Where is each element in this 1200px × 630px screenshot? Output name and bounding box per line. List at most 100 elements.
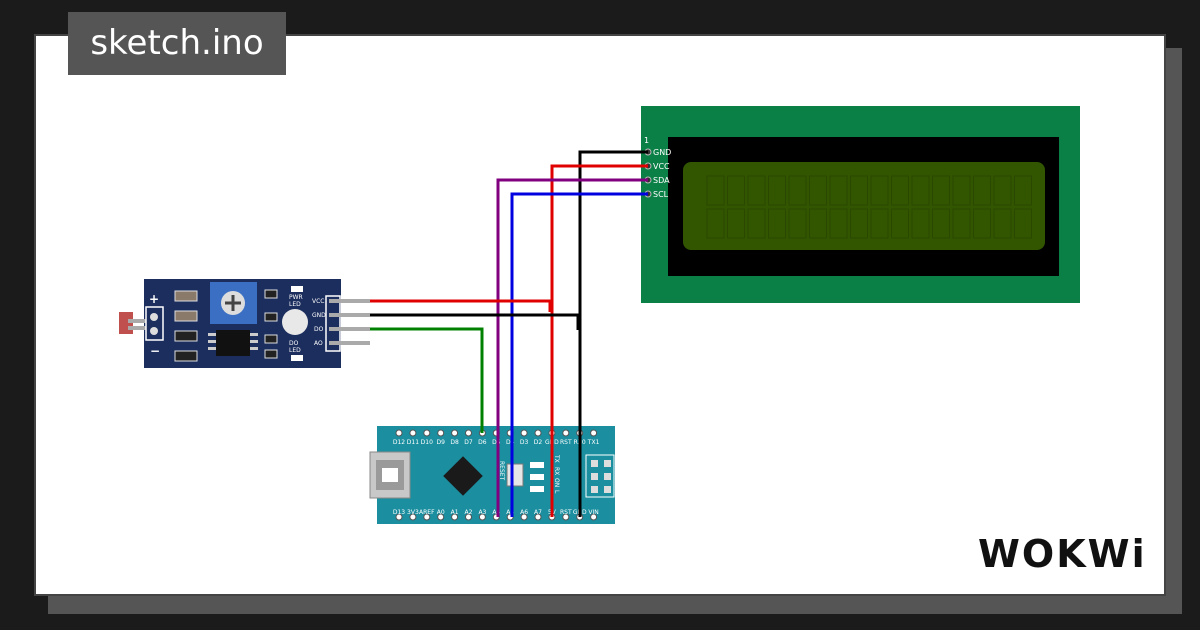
rx-led	[530, 474, 544, 480]
sensor-pin-label: DO	[314, 326, 324, 333]
nano-pin-aref[interactable]: AREF	[419, 509, 435, 521]
lcd-pin-label: SDA	[653, 176, 670, 185]
nano-pin-label: A5	[506, 509, 514, 516]
nano-pin-a7[interactable]: A7	[534, 509, 542, 521]
plus-label: +	[149, 292, 159, 306]
lcd-char-cell	[706, 208, 725, 239]
nano-pin-d10[interactable]: D10	[421, 429, 433, 446]
comparator-chip	[216, 330, 250, 356]
nano-pin-a6[interactable]: A6	[520, 509, 528, 521]
pwr-led	[291, 286, 303, 292]
wire-lcd-gnd[interactable]	[578, 150, 648, 517]
lcd-char-cell	[809, 208, 827, 239]
lcd-char-cell	[829, 175, 848, 206]
lcd-char-cell	[973, 175, 991, 206]
nano-pin-3v3[interactable]: 3V3	[407, 509, 419, 521]
lcd-char-cell	[788, 208, 807, 239]
nano-pin-label: A2	[465, 509, 473, 516]
nano-pin-a3[interactable]: A3	[478, 509, 487, 521]
lcd-char-cell	[829, 208, 848, 239]
lcd-char-cell	[850, 208, 868, 239]
nano-pin-rst[interactable]: RST	[560, 429, 572, 446]
lcd-char-cell	[850, 175, 868, 206]
wire-lcd-scl[interactable]	[510, 192, 648, 517]
sensor-pin-vcc[interactable]: VCC	[312, 298, 370, 305]
nano-pin-a0[interactable]: A0	[437, 509, 445, 521]
sensor-pin-header	[325, 295, 341, 352]
light-sensor-module[interactable]: + − PWR LED DO LED VCC	[119, 279, 370, 368]
microcontroller-chip	[443, 456, 483, 496]
wire-lcd-sda[interactable]	[496, 178, 648, 517]
nano-pin-d12[interactable]: D12	[393, 429, 405, 446]
wire-layer	[370, 150, 648, 517]
icsp-pin	[591, 486, 598, 493]
sensor-pin-gnd[interactable]: GND	[312, 312, 370, 319]
nano-pin-d13[interactable]: D13	[393, 509, 405, 521]
sensor-pin-do[interactable]: DO	[314, 326, 370, 333]
wire-sensor-vcc[interactable]	[370, 299, 552, 312]
pwr-led-label: PWR	[289, 294, 303, 301]
nano-pin-label: D6	[478, 439, 487, 446]
nano-pin-d9[interactable]: D9	[436, 429, 445, 446]
nano-pin-label: D11	[407, 439, 419, 446]
minus-label: −	[150, 344, 160, 358]
lcd-char-cell	[952, 208, 971, 239]
lcd-char-cell	[1014, 175, 1032, 206]
nano-pin-label: AREF	[419, 509, 435, 516]
reset-button[interactable]	[506, 463, 524, 487]
tx-led	[530, 462, 544, 468]
nano-pin-a2[interactable]: A2	[465, 509, 473, 521]
nano-pin-label: RST	[560, 509, 572, 516]
lcd-char-cell	[870, 175, 889, 206]
nano-pin-d2[interactable]: D2	[534, 429, 543, 446]
nano-pin-vin[interactable]: VIN	[588, 509, 599, 521]
nano-pin-label: A6	[520, 509, 528, 516]
lcd-pin-header-number: 1	[644, 136, 649, 145]
nano-pin-label: D4	[506, 439, 515, 446]
resistor-icon	[174, 310, 198, 322]
wire-lcd-vcc[interactable]	[550, 164, 648, 517]
nano-pin-label: A1	[451, 509, 459, 516]
lcd-char-cell	[1014, 208, 1032, 239]
wokwi-logo: WOKWi	[978, 532, 1147, 576]
nano-pin-rst[interactable]: RST	[560, 509, 572, 521]
nano-pin-d7[interactable]: D7	[464, 429, 473, 446]
lcd-character-grid	[706, 175, 1032, 239]
capacitor-icon	[174, 330, 198, 342]
nano-pin-label: 3V3	[407, 509, 419, 516]
led-label: L	[553, 490, 560, 494]
wire-sensor-gnd[interactable]	[370, 313, 580, 330]
nano-pin-label: A0	[437, 509, 445, 516]
icsp-pin	[604, 473, 611, 480]
sensor-pin-ao[interactable]: AO	[314, 340, 370, 347]
sketch-title[interactable]: sketch.ino	[68, 12, 286, 75]
nano-pin-a1[interactable]: A1	[451, 509, 459, 521]
icsp-pin	[591, 473, 598, 480]
wire-sensor-do[interactable]	[370, 327, 484, 433]
nano-pin-d3[interactable]: D3	[520, 429, 529, 446]
lcd-char-cell	[891, 175, 909, 206]
nano-pin-d11[interactable]: D11	[407, 429, 419, 446]
lcd-module[interactable]: 1 GND VCC SDA SCL	[641, 106, 1080, 303]
nano-pin-label: TX1	[587, 439, 600, 446]
lcd-pin-label: SCL	[653, 190, 669, 199]
nano-pin-label: D13	[393, 509, 405, 516]
lcd-char-cell	[809, 175, 827, 206]
icsp-pin	[591, 460, 598, 467]
nano-pin-d8[interactable]: D8	[450, 429, 459, 446]
nano-pin-label: D9	[436, 439, 445, 446]
lcd-pin-label: GND	[653, 148, 671, 157]
nano-pin-label: D2	[534, 439, 543, 446]
nano-pin-label: D3	[520, 439, 529, 446]
pwr-led-label: LED	[289, 301, 301, 308]
nano-pin-label: A4	[492, 509, 500, 516]
nano-pin-tx1[interactable]: TX1	[587, 429, 600, 446]
led-label: TX	[553, 454, 560, 463]
ldr-connector	[145, 306, 164, 341]
lcd-char-cell	[911, 175, 930, 206]
nano-pin-label: D10	[421, 439, 433, 446]
nano-pin-label: A7	[534, 509, 542, 516]
